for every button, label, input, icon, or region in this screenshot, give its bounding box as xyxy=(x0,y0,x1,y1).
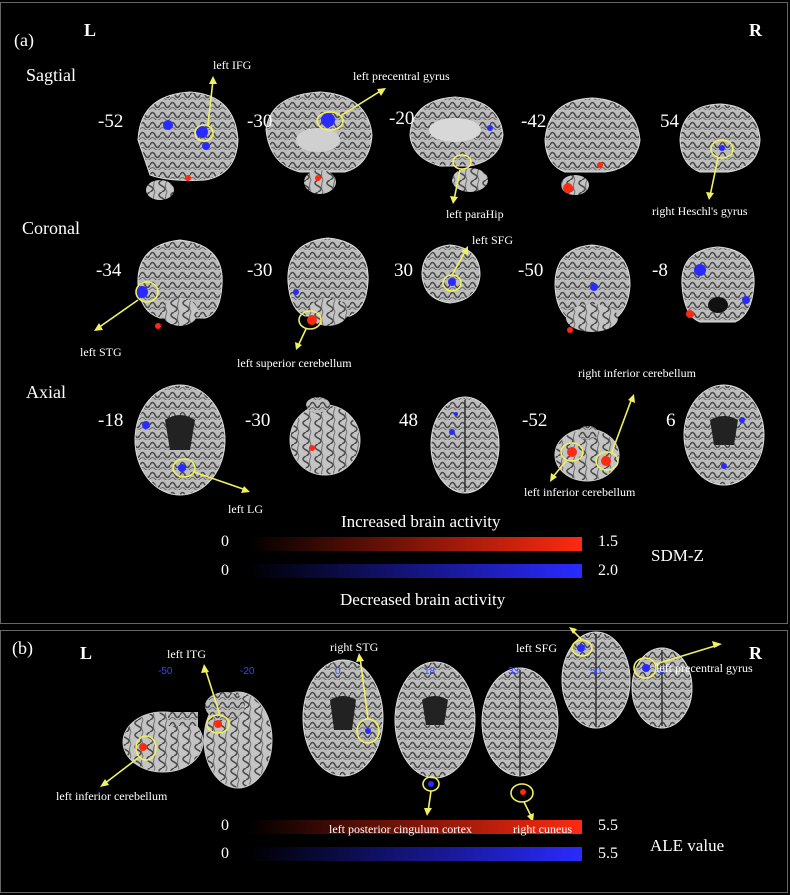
legend-unit-ale: ALE value xyxy=(650,836,725,855)
b-coord-2: -20 xyxy=(240,666,255,677)
legend-blue-min-b: 0 xyxy=(221,845,229,862)
panel-b-frame xyxy=(0,630,788,893)
b-coord-1: -50 xyxy=(158,666,173,677)
legend-red-min-b: 0 xyxy=(221,817,229,834)
label-left-parahip: left paraHip xyxy=(446,207,504,221)
annotation-markers-b xyxy=(100,627,722,822)
label-right-stg: right STG xyxy=(330,640,379,654)
legend-blue-max-a: 2.0 xyxy=(598,562,618,579)
coronal-slices xyxy=(137,237,755,332)
decrease-colorbar-a xyxy=(248,564,582,578)
coronal-coord-2: -30 xyxy=(247,260,273,281)
legend-red-min-a: 0 xyxy=(221,533,229,550)
label-left-sfg-b: left SFG xyxy=(516,641,558,655)
b-coord-6: 50 xyxy=(590,666,602,677)
coronal-coord-3: 30 xyxy=(394,260,413,281)
sagittal-coord-5: 54 xyxy=(660,111,679,132)
panel-a-frame xyxy=(0,2,788,624)
coronal-coord-1: -34 xyxy=(96,260,122,281)
label-left-lg: left LG xyxy=(228,502,263,516)
coronal-coord-5: -8 xyxy=(652,260,668,281)
increase-colorbar-b xyxy=(248,820,582,834)
axial-coord-5: 6 xyxy=(666,410,676,431)
legend-blue-max-b: 5.5 xyxy=(598,845,618,862)
panel-a-tag: (a) xyxy=(14,30,34,50)
legend-decreased-title: Decreased brain activity xyxy=(340,590,506,609)
row-label-sagittal: Sagtial xyxy=(26,65,76,85)
legend-increased-title: Increased brain activity xyxy=(341,512,501,531)
sagittal-coord-3: -20 xyxy=(389,108,415,129)
label-right-inferior-cerebellum: right inferior cerebellum xyxy=(578,366,696,380)
label-left-inferior-cerebellum-a: left inferior cerebellum xyxy=(524,485,636,499)
label-right-heschl: right Heschl's gyrus xyxy=(652,204,748,218)
axial-coord-1: -18 xyxy=(98,410,124,431)
left-marker-a: L xyxy=(84,20,97,40)
panel-b-slices xyxy=(122,631,693,789)
label-left-stg: left STG xyxy=(80,345,122,359)
label-right-cuneus: right cuneus xyxy=(513,822,572,836)
right-marker-a: R xyxy=(749,20,762,40)
b-coord-3: 0 xyxy=(335,666,341,677)
label-left-itg: left ITG xyxy=(167,647,206,661)
axial-slices xyxy=(134,384,765,496)
b-coord-5: 33 xyxy=(508,666,520,677)
row-label-axial: Axial xyxy=(26,382,66,402)
sagittal-coord-1: -52 xyxy=(98,111,124,132)
sagittal-coord-4: -42 xyxy=(521,111,547,132)
legend-red-max-a: 1.5 xyxy=(598,533,618,550)
label-left-ifg: left IFG xyxy=(213,58,252,72)
coronal-coord-4: -50 xyxy=(518,260,544,281)
left-marker-b: L xyxy=(80,643,93,663)
sagittal-slices xyxy=(137,91,761,200)
label-left-sfg-a: left SFG xyxy=(472,233,514,247)
row-label-coronal: Coronal xyxy=(22,218,80,238)
axial-coord-2: -30 xyxy=(245,410,271,431)
b-coord-7: 60 xyxy=(656,666,668,677)
activation-blobs-b xyxy=(139,644,650,795)
activation-blobs-a xyxy=(136,113,750,472)
panel-b-tag: (b) xyxy=(12,638,33,658)
axial-coord-4: -52 xyxy=(522,410,548,431)
legend-red-max-b: 5.5 xyxy=(598,817,618,834)
decrease-colorbar-b xyxy=(248,847,582,861)
legend-unit-sdmz: SDM-Z xyxy=(651,546,704,565)
annotation-markers-a xyxy=(94,76,734,493)
label-left-superior-cerebellum: left superior cerebellum xyxy=(237,356,352,370)
sagittal-coord-2: -30 xyxy=(247,111,273,132)
increase-colorbar-a xyxy=(248,537,582,551)
label-left-precentral-a: left precentral gyrus xyxy=(353,69,450,83)
label-left-precentral-b: left precentral gyrus xyxy=(656,661,753,675)
label-left-pcc: left posterior cingulum cortex xyxy=(329,822,472,836)
b-coord-4: 18 xyxy=(424,666,436,677)
label-left-inferior-cerebellum-b: left inferior cerebellum xyxy=(56,789,168,803)
legend-blue-min-a: 0 xyxy=(221,562,229,579)
right-marker-b: R xyxy=(749,643,762,663)
axial-coord-3: 48 xyxy=(399,410,418,431)
